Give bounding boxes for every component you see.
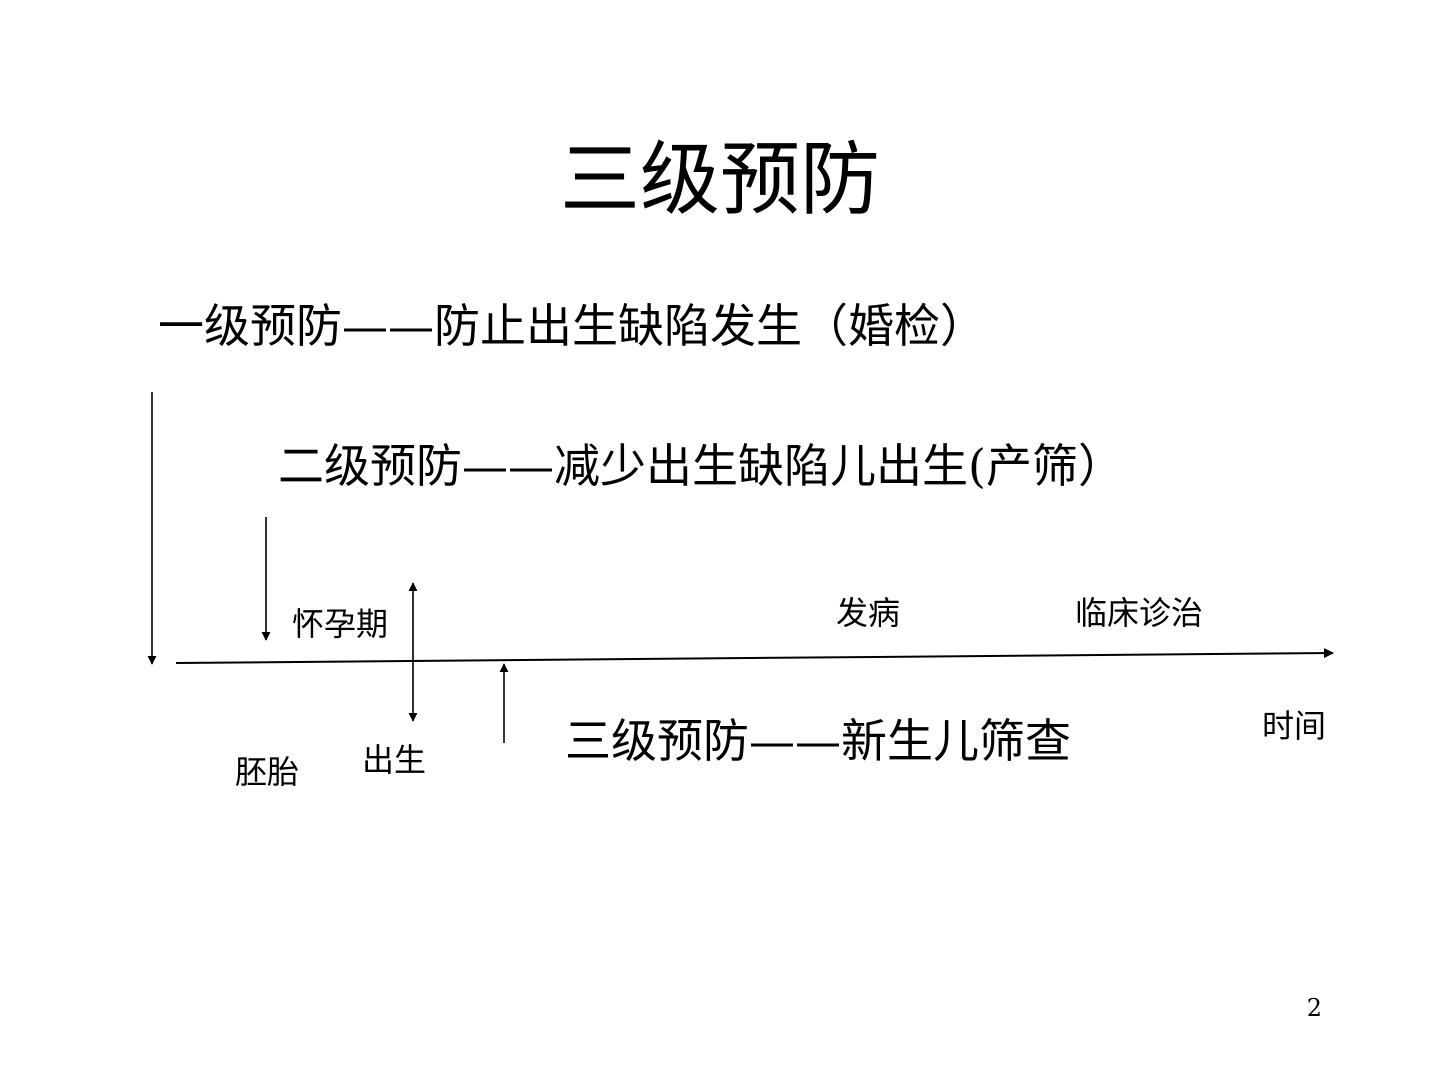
secondary-prevention-text: 二级预防——减少出生缺陷儿出生(产筛） [278,439,1124,493]
label-time: 时间 [1262,707,1327,745]
label-embryo: 胚胎 [235,753,300,791]
label-onset: 发病 [836,594,901,632]
page-number: 2 [1306,994,1322,1022]
label-clinical-treatment: 临床诊治 [1075,594,1204,632]
label-pregnancy-period: 怀孕期 [292,605,389,643]
slide-title: 三级预防 [560,133,880,226]
tertiary-prevention-text: 三级预防——新生儿筛查 [565,714,1071,768]
time-axis-arrow [175,648,1334,664]
primary-prevention-text: 一级预防——防止出生缺陷发生（婚检） [158,299,986,353]
label-birth: 出生 [362,741,427,779]
